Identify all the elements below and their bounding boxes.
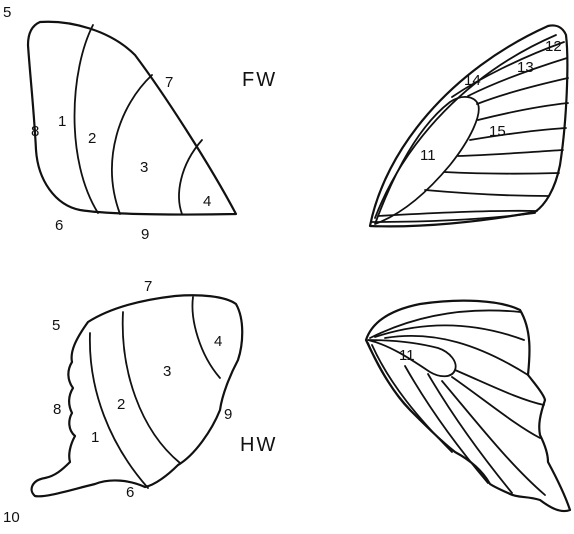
hindwing-edge-label-6: 6 (126, 484, 134, 501)
forewing-vein-label-11: 11 (420, 147, 436, 164)
hindwing-vein-labels: 11 (399, 347, 415, 364)
hindwing-edge-label-5: 5 (52, 317, 60, 334)
forewing-region-label-1: 1 (58, 113, 66, 130)
forewing-vein-label-12: 12 (545, 38, 562, 55)
forewing-region-label-3: 3 (140, 159, 148, 176)
hindwing-region-label-4: 4 (214, 333, 222, 350)
forewing-region-label-4: 4 (203, 193, 211, 210)
hindwing-region-label-3: 3 (163, 363, 171, 380)
hindwing-region-label-1: 1 (91, 429, 99, 446)
forewing-edge-label-7: 7 (165, 74, 173, 91)
forewing-vein-label-13: 13 (517, 59, 534, 76)
hindwing-vein-label-11: 11 (399, 347, 415, 364)
hindwing-outline (32, 295, 243, 496)
forewing-title: FW (242, 69, 277, 91)
hindwing-title: HW (240, 434, 277, 456)
forewing-vein-label-14: 14 (464, 72, 481, 89)
hindwing-venation-drawing (366, 301, 570, 511)
hindwing-edge-label-9: 9 (224, 406, 232, 423)
hindwing-edge-label-7: 7 (144, 278, 152, 295)
forewing-region-label-2: 2 (88, 130, 96, 147)
hindwing-regions-drawing (32, 295, 243, 496)
forewing-edge-label-5: 5 (3, 4, 11, 21)
hindwing-region-label-2: 2 (117, 396, 125, 413)
forewing-venation-drawing (370, 25, 568, 226)
hindwing-venation-outline (366, 301, 570, 511)
forewing-vein-label-15: 15 (489, 123, 506, 140)
hindwing-edge-label-10: 10 (3, 509, 20, 526)
forewing-edge-label-9: 9 (141, 226, 149, 243)
forewing-edge-label-6: 6 (55, 217, 63, 234)
hindwing-edge-label-8: 8 (53, 401, 61, 418)
forewing-edge-label-8: 8 (31, 123, 39, 140)
